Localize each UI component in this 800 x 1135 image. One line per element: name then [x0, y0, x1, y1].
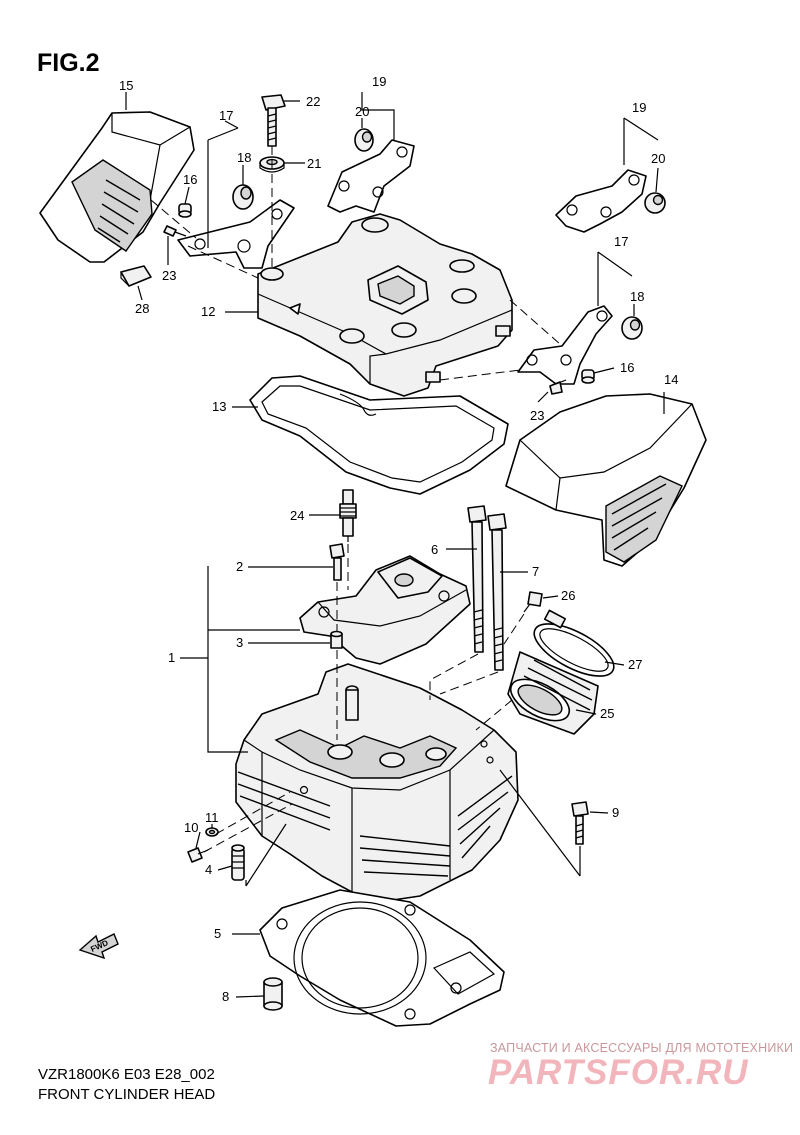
part-23-bolt-left: [163, 225, 187, 237]
callout-7: 7: [532, 564, 539, 579]
part-16-grommet-left: [178, 203, 192, 218]
callout-20: 20: [355, 104, 369, 119]
part-5-head-gasket: [259, 889, 505, 1027]
fwd-arrow-icon: FWD: [78, 933, 119, 960]
part-3-dowel-pin: [330, 630, 343, 649]
part-13-gasket: [249, 375, 509, 495]
part-20-cushion-right: [644, 192, 666, 214]
callout-18: 18: [630, 289, 644, 304]
part-24-spark-plug: [339, 489, 357, 542]
callout-28: 28: [135, 301, 149, 316]
callout-9: 9: [612, 805, 619, 820]
part-4-stud: [231, 844, 245, 881]
part-8-dowel-pin: [263, 977, 283, 1011]
callout-16: 16: [183, 172, 197, 187]
callout-23: 23: [162, 268, 176, 283]
callout-17: 17: [219, 108, 233, 123]
part-12-cylinder-head-cover: [257, 213, 513, 397]
diagram-title: FRONT CYLINDER HEAD: [38, 1086, 216, 1103]
callout-8: 8: [222, 989, 229, 1004]
part-14-head-cover-right: [505, 393, 707, 567]
callout-13: 13: [212, 399, 226, 414]
callout-16: 16: [620, 360, 634, 375]
part-9-bolt: [571, 801, 589, 845]
part-camshaft-cap: [299, 555, 471, 665]
callout-26: 26: [561, 588, 575, 603]
part-19-bracket-center: [327, 139, 415, 213]
callout-25: 25: [600, 706, 614, 721]
figure-title: FIG.2: [37, 49, 100, 77]
callout-22: 22: [306, 94, 320, 109]
part-20-cushion-center: [354, 128, 374, 152]
callout-21: 21: [307, 156, 321, 171]
part-1-cylinder-head: [235, 663, 519, 903]
callout-1: 1: [168, 650, 175, 665]
watermark-logo: PARTSFOR.RU: [488, 1053, 749, 1092]
callout-3: 3: [236, 635, 243, 650]
model-code: VZR1800K6 E03 E28_002: [38, 1066, 215, 1083]
callout-24: 24: [290, 508, 304, 523]
callout-27: 27: [628, 657, 642, 672]
callout-6: 6: [431, 542, 438, 557]
watermark-tagline: ЗАПЧАСТИ И АКСЕССУАРЫ ДЛЯ МОТОТЕХНИКИ: [490, 1041, 794, 1055]
part-11-washer: [205, 827, 219, 837]
part-18-cushion-right: [621, 316, 643, 340]
part-16-grommet-right: [581, 369, 595, 384]
callout-15: 15: [119, 78, 133, 93]
callout-23: 23: [530, 408, 544, 423]
callout-18: 18: [237, 150, 251, 165]
part-26-screw: [523, 591, 543, 613]
part-28-pad: [120, 265, 152, 287]
callout-5: 5: [214, 926, 221, 941]
part-27-clamp: [533, 609, 615, 677]
part-10-bolt: [187, 847, 209, 863]
callout-14: 14: [664, 372, 678, 387]
part-19-bracket-right: [555, 169, 647, 233]
part-18-cushion-left: [232, 184, 254, 210]
part-17-bracket-left: [177, 199, 295, 269]
callout-2: 2: [236, 559, 243, 574]
part-6-stud-bolt: [467, 505, 487, 653]
leader-lines: [125, 92, 665, 998]
part-23-bolt-right: [549, 379, 567, 395]
callout-17: 17: [614, 234, 628, 249]
dashed-guide-lines: [150, 146, 561, 853]
part-17-bracket-right: [517, 305, 613, 385]
part-15-head-cover-left: [39, 111, 195, 263]
callout-19: 19: [632, 100, 646, 115]
part-7-stud-bolt: [487, 513, 507, 671]
callout-4: 4: [205, 862, 212, 877]
callout-19: 19: [372, 74, 386, 89]
callout-12: 12: [201, 304, 215, 319]
part-22-bolt: [261, 94, 286, 147]
part-2-bolt: [329, 543, 345, 581]
callout-labels: 15 17 18 16 23 28 22 21 19 20 19 20 12 1…: [119, 74, 678, 1004]
part-25-intake-pipe: [507, 651, 599, 735]
callout-10: 10: [184, 820, 198, 835]
callout-20: 20: [651, 151, 665, 166]
callout-11: 11: [205, 810, 219, 825]
